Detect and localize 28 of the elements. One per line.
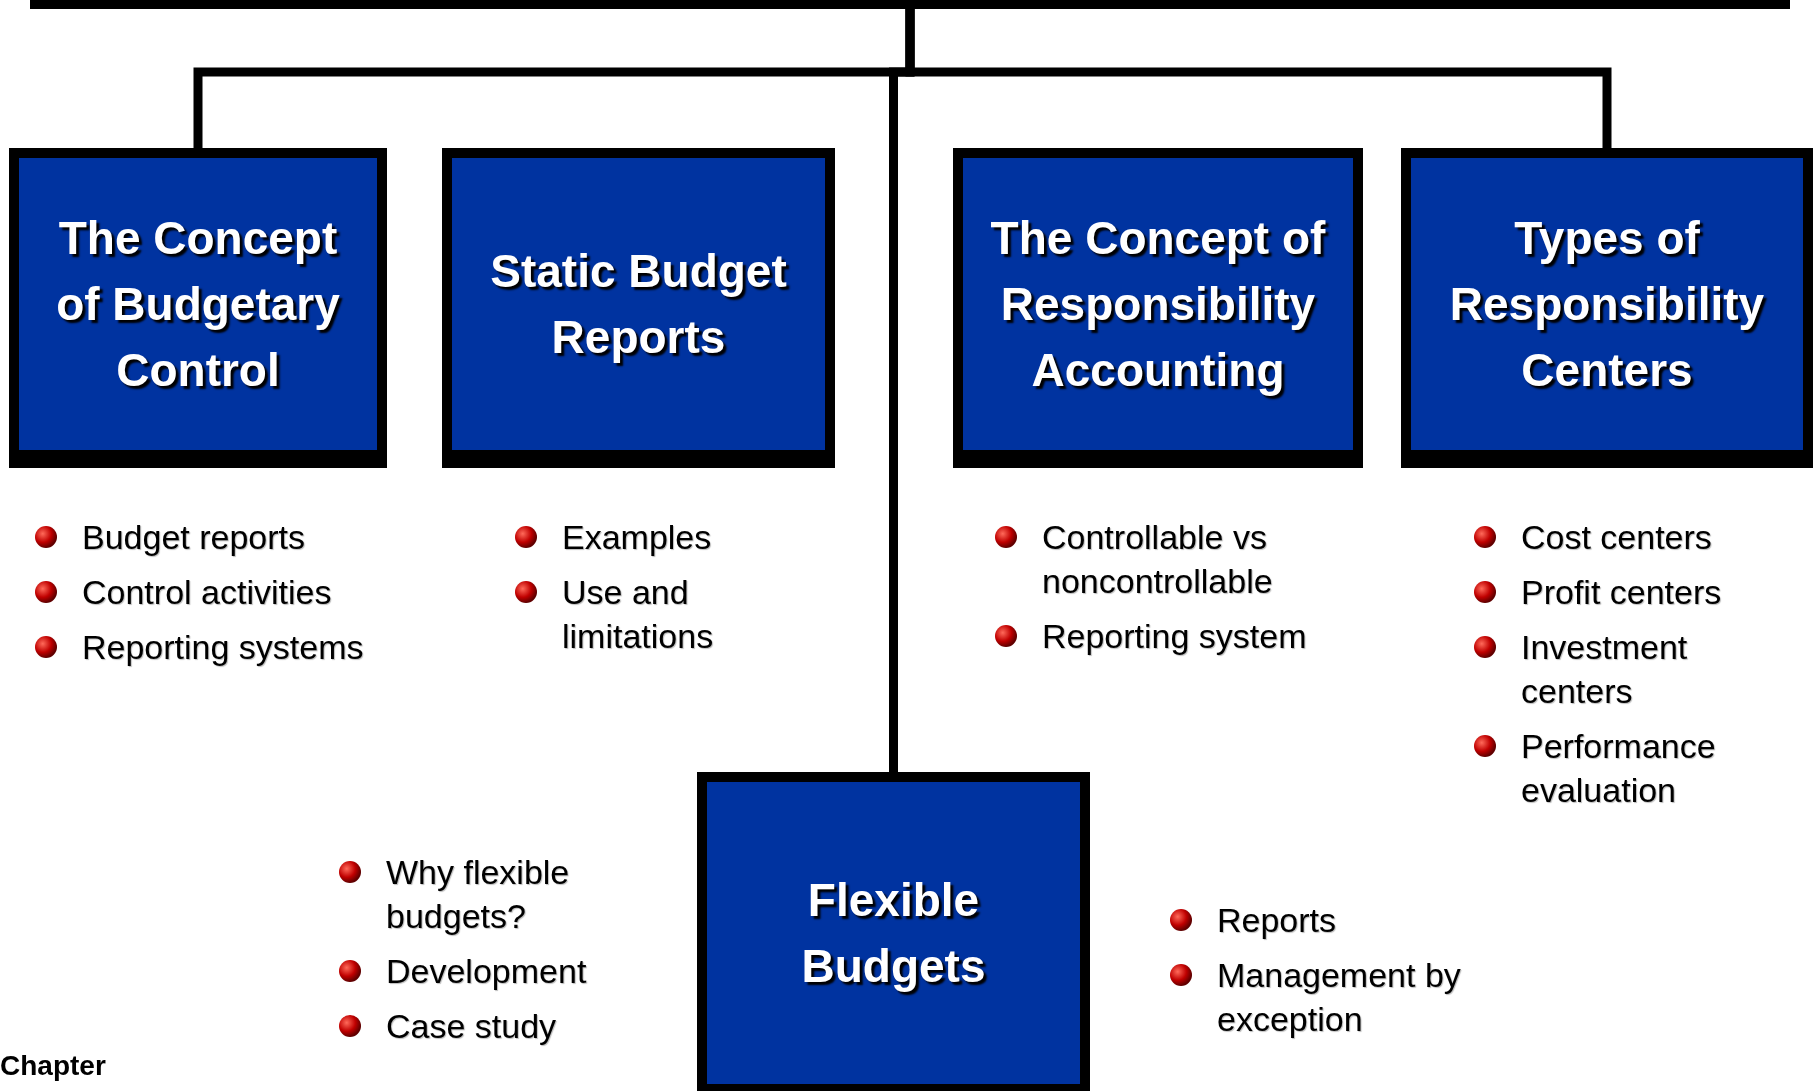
topic-box [442, 148, 835, 468]
bullet-text: Cost centers [1521, 517, 1712, 558]
bullet-text: Management by exception [1217, 955, 1462, 1040]
bullet-text: Reporting system [1042, 616, 1307, 657]
topic-title: Static Budget Reports [489, 244, 788, 365]
bullet-text: Why flexible budgets? [386, 852, 571, 937]
topic-box [697, 772, 1090, 1091]
topic-box [953, 148, 1363, 468]
chapter-label: Chapter [0, 1050, 106, 1082]
bullet-text: Profit centers [1521, 572, 1722, 613]
bullet-text: Performance evaluation [1521, 726, 1717, 811]
topic-box [1401, 148, 1813, 468]
bullet-text: Investment centers [1521, 627, 1689, 712]
connector-line [889, 9, 915, 772]
topic-title: Types of Responsibility Centers [1448, 211, 1766, 398]
topic-box [9, 148, 387, 468]
bullet-text: Control activities [82, 572, 332, 613]
bullet-text: Development [386, 951, 587, 992]
topic-title: The Concept of Responsibility Accounting [989, 211, 1327, 398]
topic-title: Flexible Budgets [800, 873, 987, 994]
bullet-text: Case study [386, 1006, 557, 1047]
bullet-text: Reports [1217, 900, 1337, 941]
bullet-text: Budget reports [82, 517, 306, 558]
bullet-text: Controllable vs noncontrollable [1042, 517, 1274, 602]
topic-title: The Concept of Budgetary Control [55, 211, 341, 398]
bullet-text: Examples [562, 517, 712, 558]
bullet-text: Reporting systems [82, 627, 364, 668]
bullet-text: Use and limitations [562, 572, 715, 657]
